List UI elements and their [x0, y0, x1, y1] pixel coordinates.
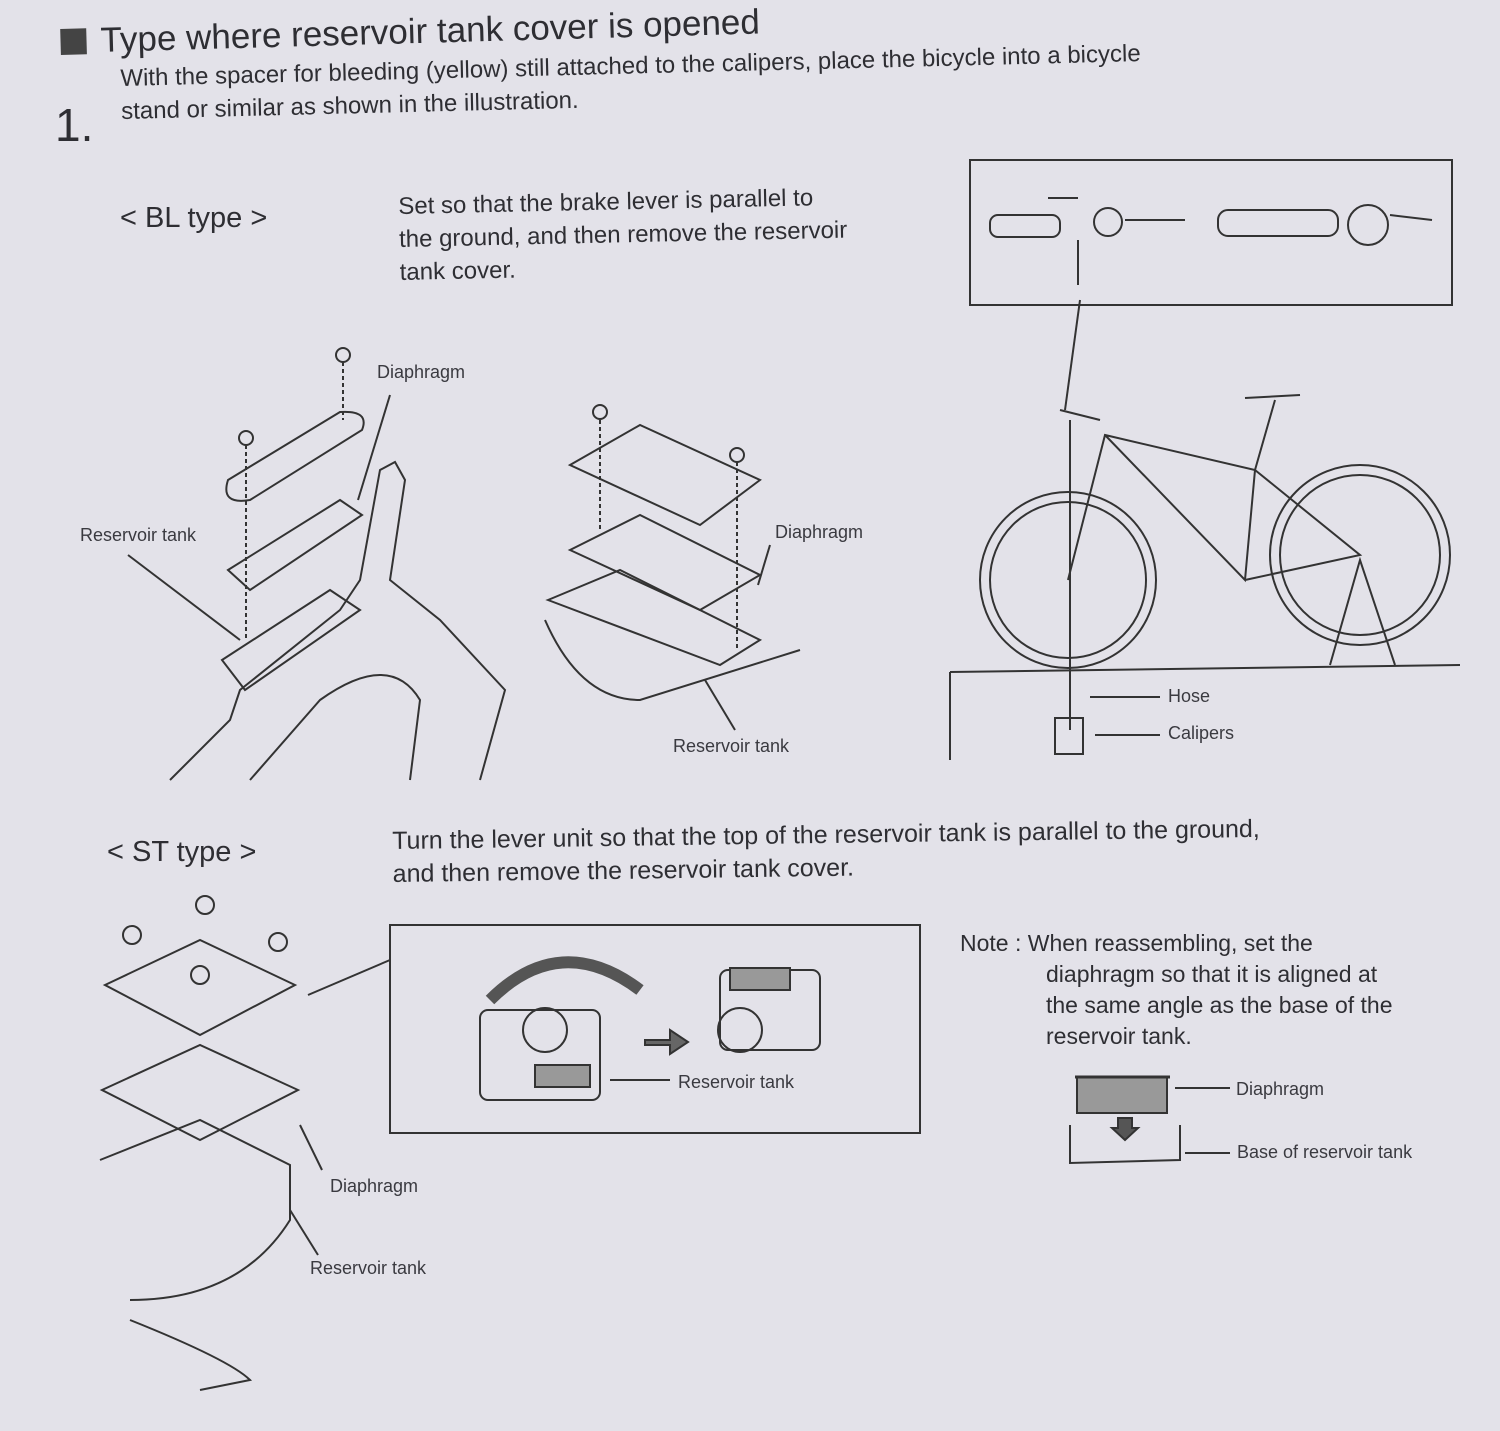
note-diagram-illustration — [1069, 1075, 1230, 1165]
bl-cover-exploded-illustration — [544, 404, 801, 731]
label-base-of-reservoir-tank: Base of reservoir tank — [1237, 1142, 1413, 1162]
label-reservoir-tank: Reservoir tank — [80, 525, 197, 545]
label-hose: Hose — [1168, 686, 1211, 706]
st-type-description: Turn the lever unit so that the top of t… — [392, 814, 1260, 888]
label-diaphragm: Diaphragm — [1236, 1079, 1325, 1099]
st-lever-exploded-illustration — [99, 895, 323, 1391]
st-type-title: < ST type > — [107, 836, 257, 868]
bl-lever-exploded-illustration — [127, 347, 507, 781]
label-reservoir-tank: Reservoir tank — [673, 736, 790, 756]
bicycle-illustration — [949, 394, 1461, 760]
note-prefix: Note : — [960, 930, 1022, 956]
note-block: Note : When reassembling, set the diaphr… — [960, 930, 1393, 1049]
label-diaphragm: Diaphragm — [330, 1176, 419, 1196]
label-calipers: Calipers — [1168, 723, 1235, 743]
st-rotation-box-illustration — [307, 924, 921, 1134]
label-reservoir-tank: Reservoir tank — [678, 1072, 795, 1092]
brake-lever-inset-illustration — [969, 159, 1453, 411]
bl-type-title: < BL type > — [120, 202, 268, 234]
bl-type-description: Set so that the brake lever is parallel … — [398, 184, 848, 286]
label-diaphragm: Diaphragm — [377, 362, 466, 382]
step-number: 1. — [55, 99, 94, 151]
label-diaphragm: Diaphragm — [775, 522, 864, 542]
label-reservoir-tank: Reservoir tank — [310, 1258, 427, 1278]
square-bullet-icon — [60, 28, 87, 55]
